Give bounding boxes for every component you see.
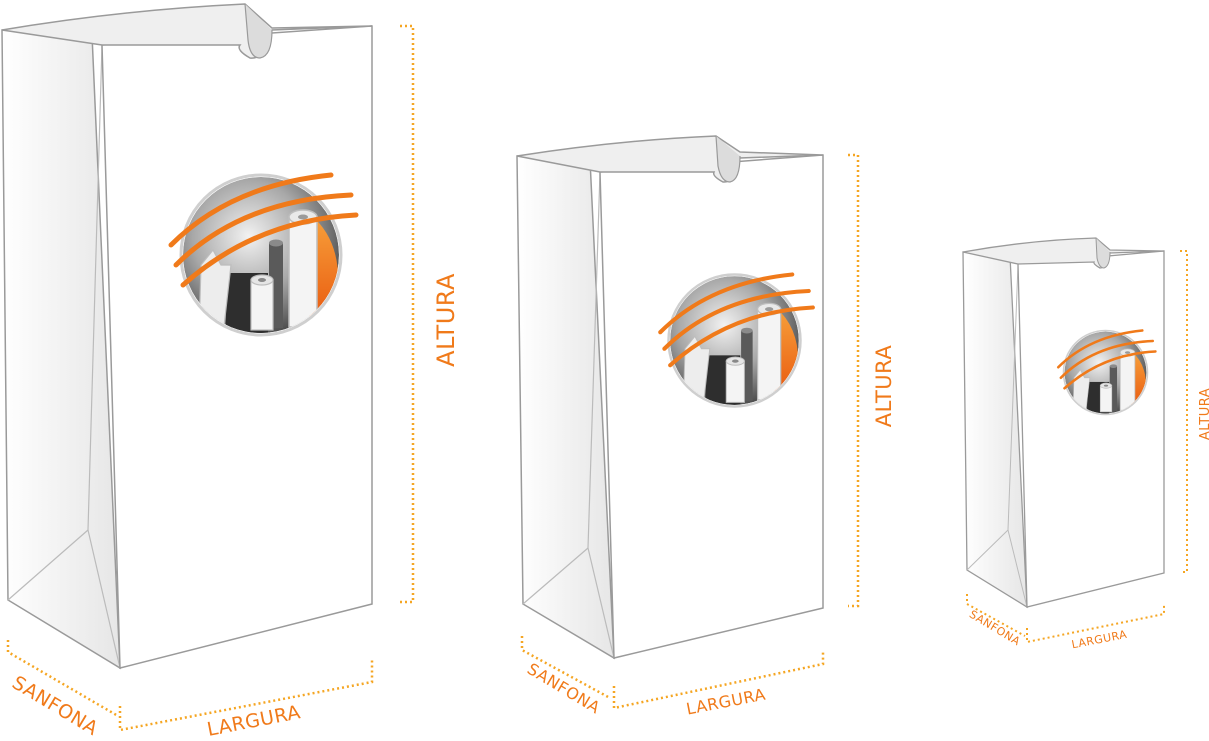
small-largura-label: LARGURA [1070,628,1128,652]
large-sanfona-label: SANFONA [8,672,102,740]
medium-altura-label: ALTURA [872,345,896,428]
medium-sanfona-label: SANFONA [524,659,604,717]
medium-largura-label: LARGURA [685,685,768,719]
large-altura-label: ALTURA [432,273,460,367]
bag-medium: ALTURA LARGURA SANFONA [516,135,896,719]
large-largura-label: LARGURA [205,701,302,741]
small-sanfona-label: SANFONA [967,608,1023,649]
bag-large: ALTURA LARGURA SANFONA [1,3,460,741]
bag-small: ALTURA LARGURA SANFONA [962,237,1209,652]
small-altura-label: ALTURA [1198,388,1209,440]
